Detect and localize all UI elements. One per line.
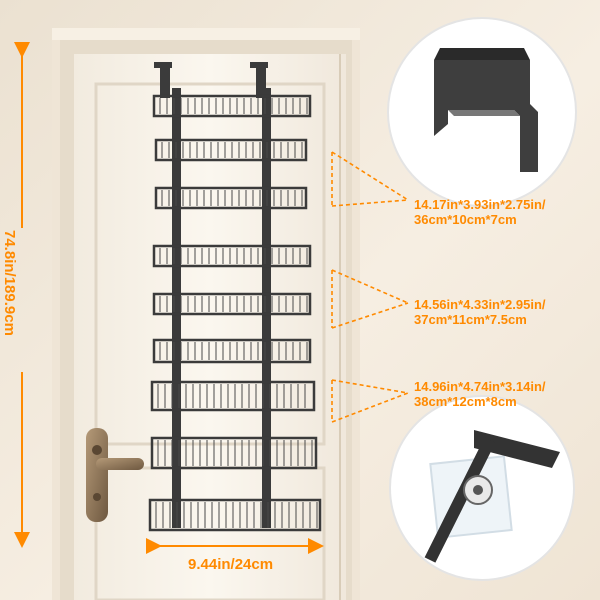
shelf-basket	[152, 338, 312, 364]
dimension-leaders	[331, 151, 409, 423]
rack-frame	[154, 62, 271, 528]
shelf-size-middle-line1: 14.56in*4.33in*2.95in/	[414, 297, 546, 312]
over-door-hook-inset	[387, 17, 577, 207]
shelf-basket	[152, 244, 312, 268]
shelf-baskets	[148, 94, 322, 532]
shelf-size-top-line2: 36cm*10cm*7cm	[414, 212, 517, 227]
shelf-rim	[152, 292, 312, 316]
shelf-rim	[154, 186, 308, 210]
door	[74, 54, 346, 600]
shelf-basket	[150, 380, 316, 412]
shelf-size-middle: 14.56in*4.33in*2.95in/ 37cm*11cm*7.5cm	[414, 297, 546, 327]
shelf-basket	[154, 186, 308, 210]
shelf-size-bottom-line2: 38cm*12cm*8cm	[414, 394, 517, 409]
shelf-rim	[150, 436, 318, 470]
width-label: 9.44in/24cm	[188, 556, 274, 573]
shelf-rim	[152, 338, 312, 364]
shelf-size-top-line1: 14.17in*3.93in*2.75in/	[414, 197, 546, 212]
door-handle	[86, 428, 144, 522]
shelf-rim	[150, 380, 316, 412]
shelf-size-top: 14.17in*3.93in*2.75in/ 36cm*10cm*7cm	[414, 197, 546, 227]
shelf-size-middle-line2: 37cm*11cm*7.5cm	[414, 312, 527, 327]
shelf-basket	[154, 138, 308, 162]
shelf-basket	[148, 498, 322, 532]
shelf-size-bottom: 14.96in*4.74in*3.14in/ 38cm*12cm*8cm	[414, 379, 546, 409]
shelf-basket	[152, 94, 312, 118]
shelf-basket	[152, 292, 312, 316]
adhesive-hook-inset	[389, 395, 575, 581]
height-label: 74.8in/189.9cm	[1, 230, 18, 336]
shelf-basket	[150, 436, 318, 470]
shelf-rim	[154, 138, 308, 162]
shelf-rim	[152, 244, 312, 268]
shelf-rim	[148, 498, 322, 532]
shelf-size-bottom-line1: 14.96in*4.74in*3.14in/	[414, 379, 546, 394]
shelf-rim	[152, 94, 312, 118]
